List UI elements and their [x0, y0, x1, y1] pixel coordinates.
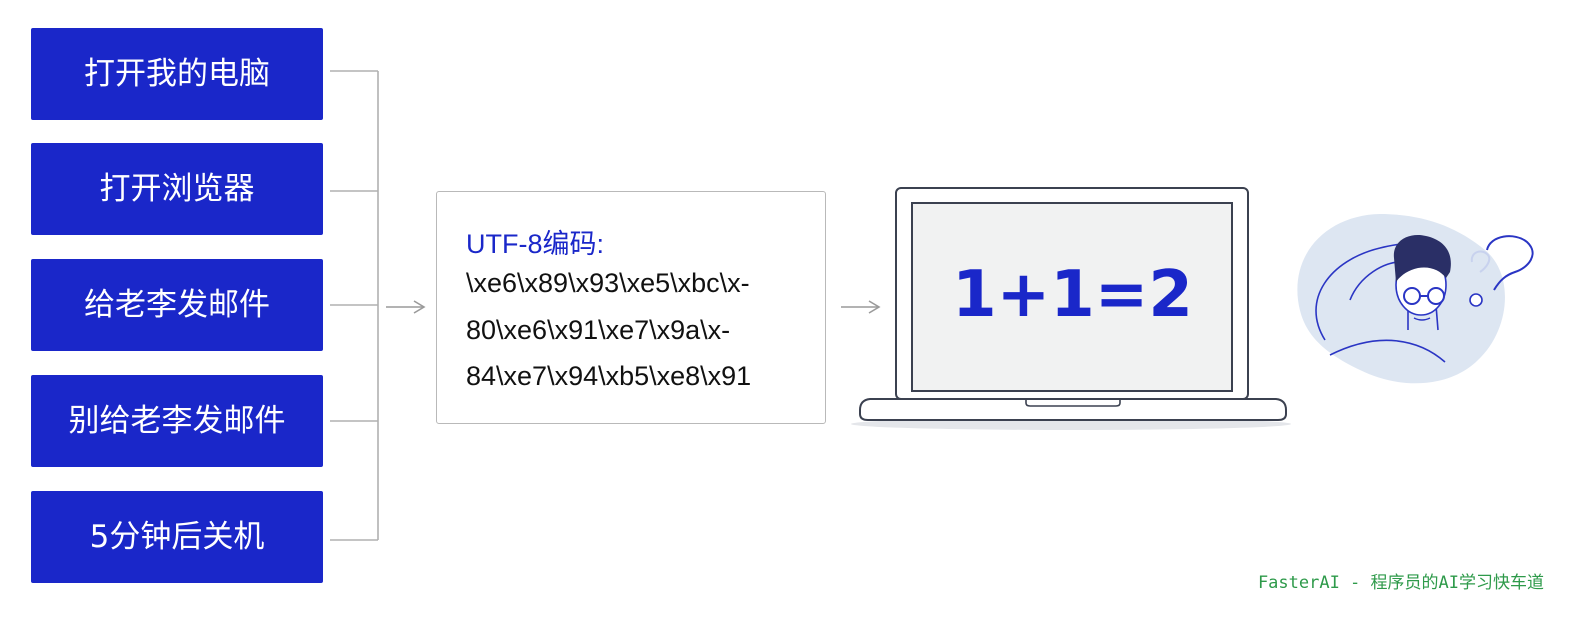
command-box-dont-email-lao-li: 别给老李发邮件	[31, 375, 323, 467]
command-box-open-my-computer: 打开我的电脑	[31, 28, 323, 120]
encoding-bytes-line-3: 84\xe7\x94\xb5\xe8\x91	[466, 361, 752, 391]
encoding-bytes-line-2: 80\xe6\x91\xe7\x9a\x-	[466, 315, 731, 345]
encoding-title: UTF-8编码:	[466, 229, 604, 259]
footer-watermark: FasterAI - 程序员的AI学习快车道	[1257, 573, 1544, 593]
bracket-connector	[330, 70, 379, 541]
arrow-right-icon	[841, 300, 881, 314]
laptop-icon	[851, 187, 1291, 430]
command-box-open-browser: 打开浏览器	[31, 143, 323, 235]
encoding-bytes-line-1: \xe6\x89\x93\xe5\xbc\x-	[466, 268, 750, 298]
command-box-email-lao-li: 给老李发邮件	[31, 259, 323, 351]
command-box-shutdown: 5分钟后关机	[31, 491, 323, 583]
confused-person-icon	[1297, 214, 1534, 384]
encoding-box	[436, 191, 826, 424]
arrow-right-icon	[386, 300, 426, 314]
laptop-screen-text: 1+1=2	[952, 258, 1193, 332]
